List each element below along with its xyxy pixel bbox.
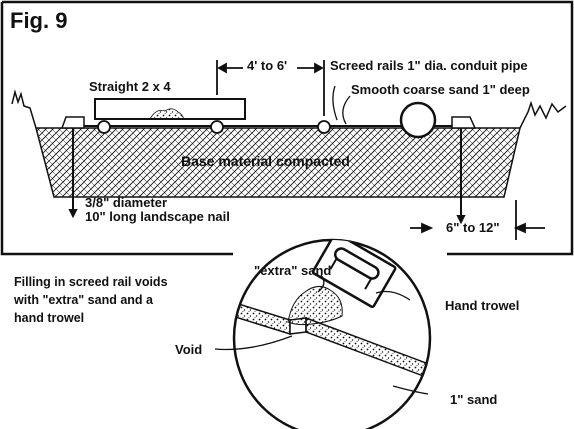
nail-label-line1: 3/8" diameter (85, 195, 168, 210)
edge-restraints (60, 116, 477, 129)
caption-line-1: Filling in screed rail voids (14, 275, 168, 289)
nail-label-line2: 10" long landscape nail (85, 209, 230, 224)
detail-leader-lines (214, 274, 429, 395)
straight-board-label: Straight 2 x 4 (89, 79, 171, 94)
nail-offset-label: 6" to 12" (446, 220, 500, 235)
figure-title: Fig. 9 (10, 8, 68, 33)
caption-line-3: hand trowel (14, 311, 85, 325)
landscape-nails (68, 128, 466, 225)
rail-pipe (317, 120, 331, 134)
screed-rails-label: Screed rails 1" dia. conduit pipe (330, 58, 528, 73)
void-label: Void (175, 342, 203, 357)
nail-offset-dimension (410, 200, 545, 240)
hand-trowel-drawing (311, 240, 397, 309)
rail-end-view (399, 101, 437, 139)
extra-sand-label: "extra" sand (254, 263, 332, 278)
base-material (35, 127, 521, 198)
rail-spacing-label: 4' to 6' (247, 58, 288, 73)
one-inch-sand-label: 1" sand (450, 392, 498, 407)
rail-pipe (97, 120, 111, 134)
extra-sand-heap (287, 286, 343, 326)
sand-layer-label: Smooth coarse sand 1" deep (351, 82, 530, 97)
grass-left (11, 89, 37, 129)
rail-pipe (210, 120, 224, 134)
figure-frame (0, 0, 574, 256)
sand-pile (149, 108, 185, 120)
rail-spacing-dimension (216, 60, 325, 116)
detail-contents (234, 240, 430, 388)
hand-trowel-label: Hand trowel (445, 298, 520, 313)
grass-right (519, 100, 567, 129)
leader-lines (332, 85, 351, 125)
caption-note: Filling in screed rail voids with "extra… (14, 273, 168, 327)
sand-band-right (305, 316, 430, 388)
caption-line-2: with "extra" sand and a (14, 293, 153, 307)
base-material-label: Base material compacted (181, 153, 350, 169)
